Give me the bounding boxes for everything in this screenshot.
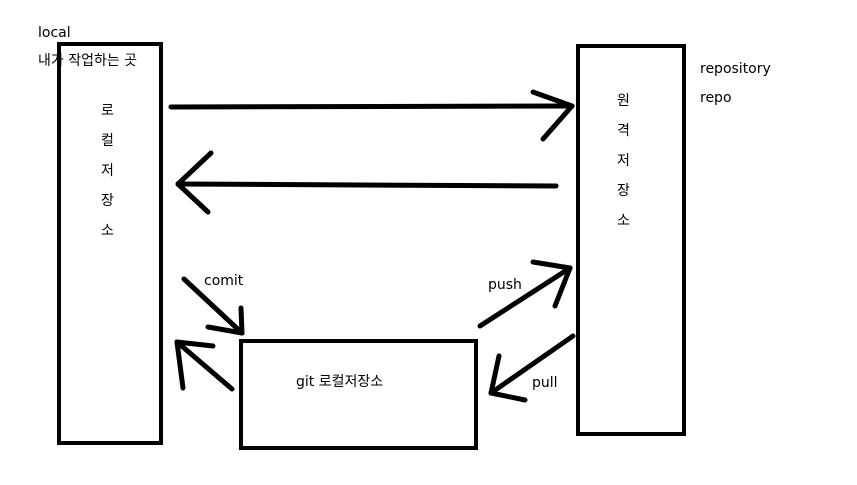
commit-label: comit: [204, 273, 244, 289]
local-char-1: 로: [101, 103, 114, 119]
repo-label: repo: [700, 90, 732, 106]
remote-box-vertical-label: 원 격 저 장 소: [617, 86, 630, 236]
arrow-remote-to-local: [175, 150, 559, 215]
local-char-4: 장: [101, 193, 114, 209]
local-repository-box: [57, 42, 163, 445]
remote-char-1: 원: [617, 93, 630, 109]
local-box-vertical-label: 로 컬 저 장 소: [101, 96, 114, 246]
git-box-label: git 로컬저장소: [296, 374, 384, 390]
local-char-2: 컬: [101, 133, 114, 149]
arrow-commit: [181, 276, 245, 336]
local-char-5: 소: [101, 223, 114, 239]
pull-label: pull: [532, 375, 558, 391]
remote-char-4: 장: [617, 183, 630, 199]
remote-char-2: 격: [617, 123, 630, 139]
push-label: push: [488, 277, 522, 293]
arrow-push: [477, 259, 573, 329]
git-local-repository-box: [239, 339, 478, 450]
remote-char-5: 소: [617, 213, 630, 229]
arrow-pull: [488, 333, 576, 403]
arrow-git-to-local: [174, 339, 235, 392]
remote-char-3: 저: [617, 153, 630, 169]
repository-label: repository: [700, 61, 771, 77]
arrow-local-to-remote: [168, 89, 575, 142]
local-label: local: [38, 25, 71, 41]
remote-repository-box: [576, 44, 686, 436]
local-description: 내가 작업하는 곳: [38, 53, 138, 69]
local-char-3: 저: [101, 163, 114, 179]
